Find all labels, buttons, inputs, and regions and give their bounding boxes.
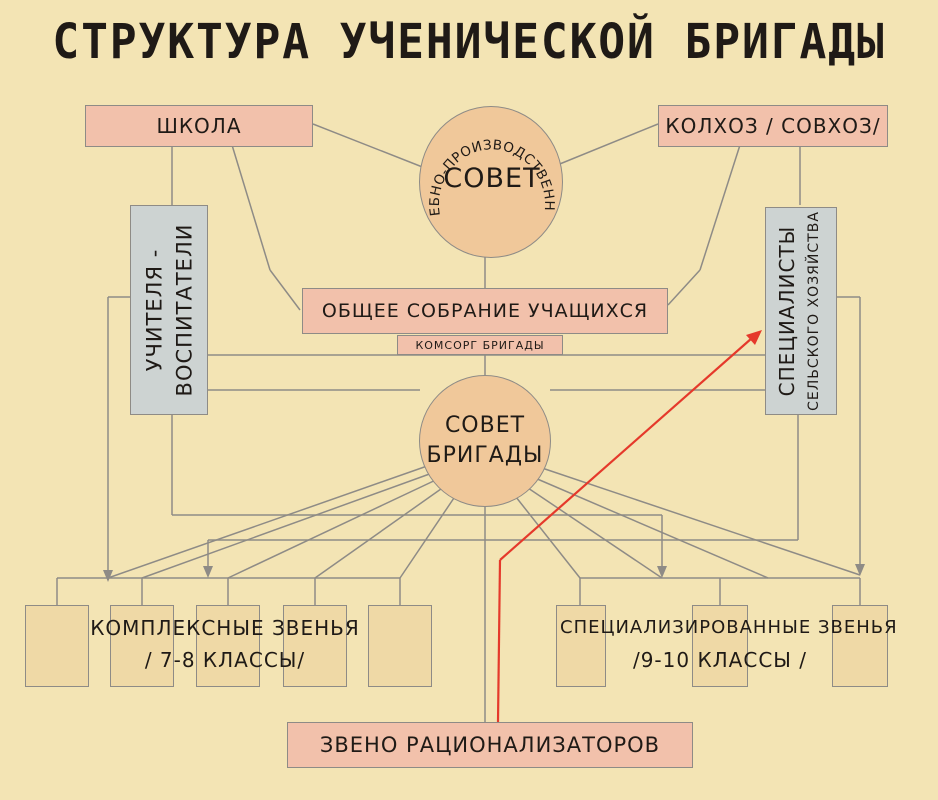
brigade-council-circle: СОВЕТ БРИГАДЫ: [419, 375, 551, 507]
page-title: СТРУКТУРА УЧЕНИЧЕСКОЙ БРИГАДЫ: [52, 14, 886, 70]
complex-unit-box: [283, 605, 347, 687]
teachers-label-line2: ВОСПИТАТЕЛИ: [172, 223, 197, 397]
special-unit-box: [692, 605, 748, 687]
special-units-label: СПЕЦИАЛИЗИРОВАННЫЕ ЗВЕНЬЯ /9-10 КЛАССЫ /: [560, 612, 898, 676]
production-council-circle: УЧЕБНО-ПРОИЗВОДСТВЕННЫЙ СОВЕТ: [419, 106, 563, 258]
teachers-label-line1: УЧИТЕЛЯ -: [142, 248, 167, 372]
specialists-label-line2: СЕЛЬСКОГО ХОЗЯЙСТВА: [806, 211, 823, 411]
kolkhoz-label: КОЛХОЗ / СОВХОЗ/: [665, 114, 881, 138]
general-meeting-label: ОБЩЕЕ СОБРАНИЕ УЧАЩИХСЯ: [321, 300, 649, 322]
complex-unit-box: [25, 605, 89, 687]
komsorg-label: КОМСОРГ БРИГАДЫ: [415, 338, 545, 352]
council-arc-label: УЧЕБНО-ПРОИЗВОДСТВЕННЫЙ: [420, 107, 557, 217]
school-label: ШКОЛА: [156, 114, 242, 138]
teachers-box: УЧИТЕЛЯ - ВОСПИТАТЕЛИ: [130, 205, 208, 415]
komsorg-box: КОМСОРГ БРИГАДЫ: [397, 335, 563, 355]
council-word: СОВЕТ: [443, 163, 541, 194]
complex-units-line2: / 7-8 КЛАССЫ/: [144, 648, 306, 672]
complex-units-line1: КОМПЛЕКСНЫЕ ЗВЕНЬЯ: [90, 616, 360, 640]
complex-unit-box: [110, 605, 174, 687]
school-box: ШКОЛА: [85, 105, 313, 147]
special-units-line2: /9-10 КЛАССЫ /: [632, 648, 808, 672]
specialists-box: СПЕЦИАЛИСТЫ СЕЛЬСКОГО ХОЗЯЙСТВА: [765, 207, 837, 415]
special-unit-box: [556, 605, 606, 687]
council-arc-text: УЧЕБНО-ПРОИЗВОДСТВЕННЫЙ: [420, 107, 557, 217]
specialists-label-line1: СПЕЦИАЛИСТЫ: [775, 225, 800, 397]
special-unit-box: [832, 605, 888, 687]
rationalizers-box: ЗВЕНО РАЦИОНАЛИЗАТОРОВ: [287, 722, 693, 768]
general-meeting-box: ОБЩЕЕ СОБРАНИЕ УЧАЩИХСЯ: [302, 288, 668, 334]
brigade-council-line2: БРИГАДЫ: [426, 443, 544, 468]
special-units-line1: СПЕЦИАЛИЗИРОВАННЫЕ ЗВЕНЬЯ: [560, 617, 898, 638]
brigade-council-line1: СОВЕТ: [444, 413, 526, 438]
kolkhoz-box: КОЛХОЗ / СОВХОЗ/: [658, 105, 888, 147]
rationalizers-label: ЗВЕНО РАЦИОНАЛИЗАТОРОВ: [319, 733, 661, 757]
complex-unit-box: [196, 605, 260, 687]
complex-units-label: КОМПЛЕКСНЫЕ ЗВЕНЬЯ / 7-8 КЛАССЫ/: [55, 612, 395, 676]
svg-text:УЧЕБНО-ПРОИЗВОДСТВЕННЫЙ: УЧЕБНО-ПРОИЗВОДСТВЕННЫЙ: [420, 107, 557, 217]
complex-unit-box: [368, 605, 432, 687]
